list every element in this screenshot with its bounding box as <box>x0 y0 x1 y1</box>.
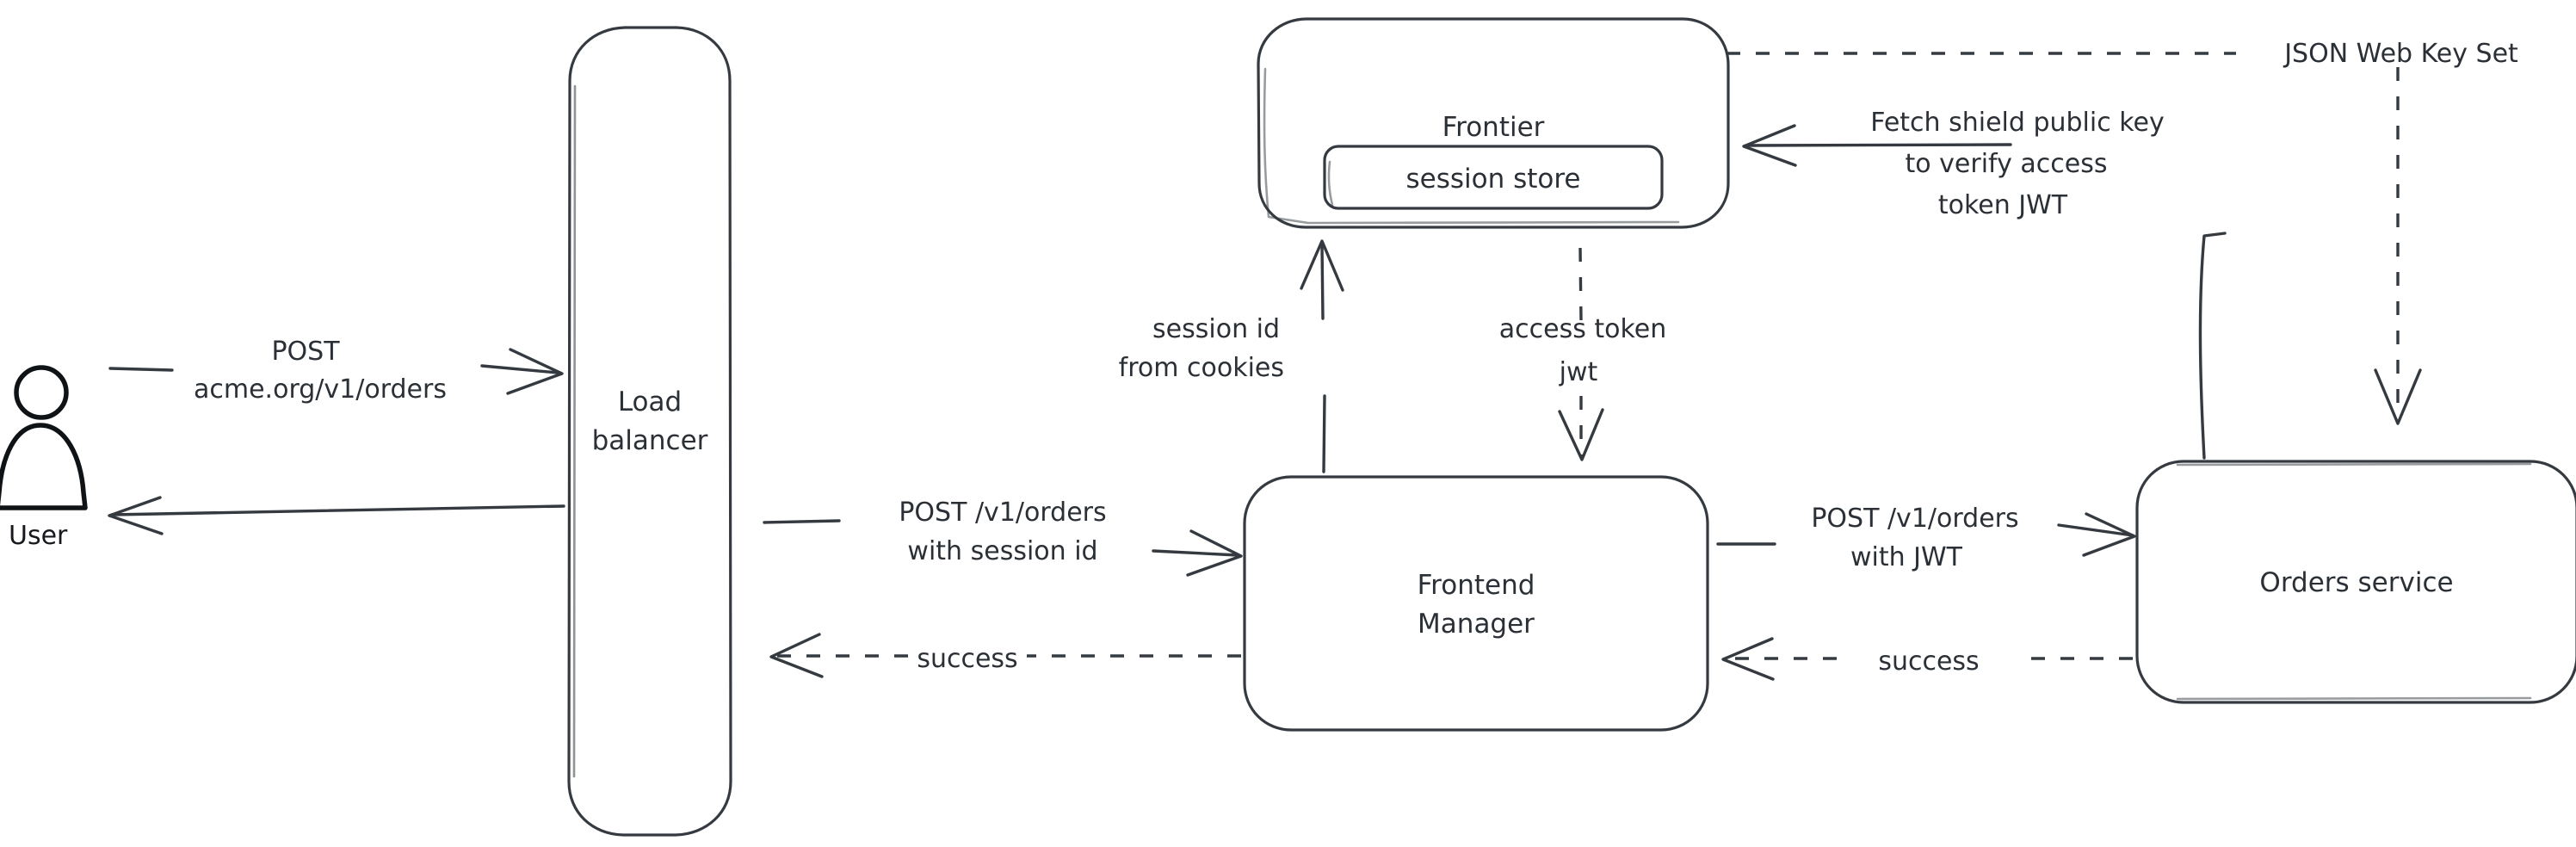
edge-orders-to-frontier-label-line3: token JWT <box>1938 190 2068 220</box>
orders-service-label: Orders service <box>2259 567 2453 598</box>
edge-fm-to-orders-arrowhead <box>2082 512 2136 557</box>
edge-frontier-to-fm-line-upper <box>1578 247 1583 321</box>
orders-service-shape <box>2135 460 2576 704</box>
edge-fm-to-frontier-arrowhead <box>1300 239 1344 292</box>
edge-frontier-to-orders-label: JSON Web Key Set <box>2283 39 2518 69</box>
edge-lb-to-fm-label-line2: with session id <box>907 536 1097 566</box>
edge-lb-to-user <box>108 496 565 535</box>
edge-fm-to-frontier-line-lower <box>1322 394 1326 473</box>
edge-user-to-lb-line <box>480 364 559 374</box>
node-frontend-manager[interactable]: Frontend Manager <box>1243 475 1709 732</box>
edge-orders-to-frontier-label-line1: Fetch shield public key <box>1870 108 2165 138</box>
edge-frontier-to-fm-label-line1: access token <box>1499 314 1667 344</box>
edge-fm-to-frontier-label-line1: session id <box>1152 314 1280 344</box>
session-store-sketch-accent <box>1327 160 1334 207</box>
frontend-manager-shape <box>1243 475 1709 732</box>
actor-user-label: User <box>9 521 68 551</box>
edge-fm-to-frontier-line-upper <box>1320 243 1325 320</box>
session-store-label: session store <box>1405 164 1580 195</box>
edge-user-to-lb-stub <box>108 367 174 372</box>
edge-orders-to-fm-arrowhead <box>1721 637 1775 681</box>
node-session-store[interactable]: session store <box>1323 145 1664 210</box>
edge-fm-to-frontier: session id from cookies <box>1119 239 1344 473</box>
edge-user-to-lb: POST acme.org/v1/orders <box>108 337 564 405</box>
frontend-manager-label-line2: Manager <box>1418 609 1535 640</box>
edge-frontier-to-fm: access token jwt <box>1499 247 1667 461</box>
edge-fm-to-lb: success <box>769 633 1241 678</box>
node-orders-service[interactable]: Orders service <box>2135 460 2576 704</box>
edge-frontier-to-orders-arrowhead <box>2374 368 2422 425</box>
frontend-manager-label-line1: Frontend <box>1418 570 1535 601</box>
edge-orders-to-fm: success <box>1721 637 2133 681</box>
edge-orders-to-frontier-label-line2: to verify access <box>1906 149 2108 179</box>
frontier-label: Frontier <box>1442 112 1545 143</box>
edge-lb-to-user-line <box>110 504 565 516</box>
edge-fm-to-frontier-label-line2: from cookies <box>1119 353 1284 383</box>
edge-fm-to-orders: POST /v1/orders with JWT <box>1716 504 2136 572</box>
edge-user-to-lb-arrowhead <box>506 348 564 395</box>
edge-frontier-to-fm-arrowhead <box>1558 408 1604 461</box>
orders-service-sketch-accent <box>2176 462 2532 701</box>
edge-fm-to-orders-line <box>2057 523 2134 537</box>
edge-lb-to-user-arrowhead <box>108 496 164 535</box>
edge-fm-to-orders-label-line1: POST /v1/orders <box>1811 504 2018 534</box>
actor-head-outline <box>14 365 69 420</box>
load-balancer-shape <box>567 26 732 837</box>
session-store-shape <box>1323 145 1664 210</box>
edge-orders-to-frontier: Fetch shield public key to verify access… <box>1742 108 2227 460</box>
load-balancer-label-line2: balancer <box>592 425 708 456</box>
edge-lb-to-fm-stub <box>763 519 841 524</box>
edge-fm-to-lb-label: success <box>917 644 1017 674</box>
edge-user-to-lb-label-line2: acme.org/v1/orders <box>194 374 447 405</box>
edge-frontier-to-orders: JSON Web Key Set <box>1727 39 2518 425</box>
frontier-sketch-accent <box>1263 67 1680 225</box>
node-frontier[interactable]: Frontier session store <box>1257 17 1730 229</box>
edge-user-to-lb-label-line1: POST <box>271 337 340 367</box>
edge-frontier-to-fm-label-line2: jwt <box>1559 357 1598 387</box>
actor-body-outline <box>0 423 88 510</box>
node-load-balancer[interactable]: Load balancer <box>567 26 732 837</box>
edge-lb-to-fm: POST /v1/orders with session id <box>763 498 1243 577</box>
edge-orders-to-frontier-line-vertical <box>2198 232 2227 460</box>
edge-fm-to-orders-label-line2: with JWT <box>1850 542 1963 572</box>
edge-lb-to-fm-line <box>1152 549 1239 557</box>
edge-lb-to-fm-arrowhead <box>1186 529 1243 577</box>
actor-user[interactable]: User <box>0 344 112 551</box>
edge-orders-to-frontier-arrowhead <box>1742 124 1797 167</box>
load-balancer-sketch-accent <box>572 84 577 778</box>
edge-lb-to-fm-label-line1: POST /v1/orders <box>899 498 1106 528</box>
load-balancer-label-line1: Load <box>618 386 682 417</box>
edge-fm-to-lb-arrowhead <box>769 633 824 678</box>
edge-orders-to-fm-label: success <box>1878 646 1979 677</box>
